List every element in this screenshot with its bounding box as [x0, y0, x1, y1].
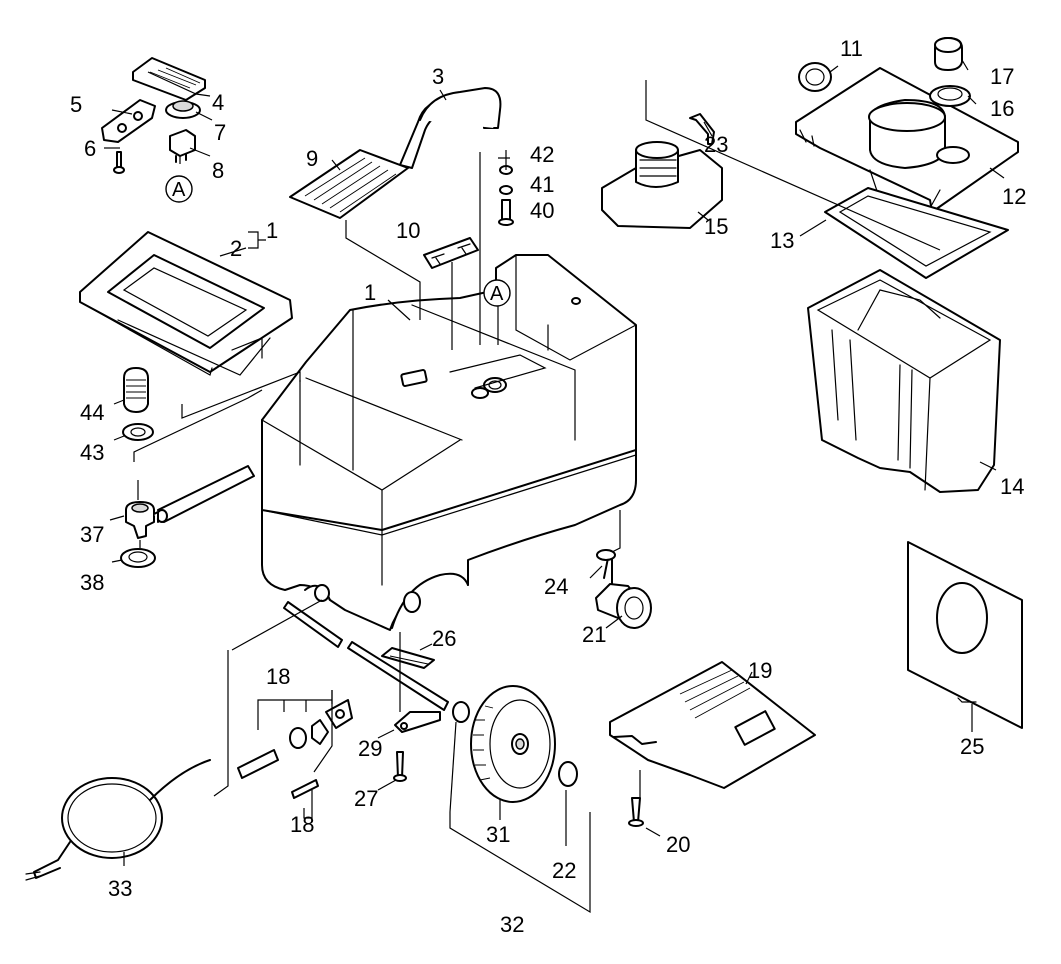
top-tray: [79, 231, 293, 376]
tank: [807, 269, 1001, 493]
callout-9: 9: [306, 146, 318, 171]
callout-5: 5: [70, 92, 82, 117]
screw-27: [393, 751, 407, 782]
hatched-pad-26: [381, 647, 435, 669]
callout-19: 19: [748, 658, 772, 683]
ring-11: [798, 62, 832, 92]
callout-21: 21: [582, 622, 606, 647]
marker-a-left-label: A: [172, 179, 186, 201]
callout-44: 44: [80, 400, 104, 425]
tank-lid: [795, 67, 1019, 213]
callout-13: 13: [770, 228, 794, 253]
cap-17: [934, 37, 963, 71]
washer-32: [452, 701, 470, 723]
callout-32: 32: [500, 912, 524, 937]
callout-8: 8: [212, 158, 224, 183]
callout-3: 3: [432, 64, 444, 89]
pipe-23: [689, 113, 715, 145]
bolt-stack: [498, 165, 514, 226]
callout-22: 22: [552, 858, 576, 883]
callout-20: 20: [666, 832, 690, 857]
reference-marker-a-left: A: [165, 175, 193, 203]
callout-24: 24: [544, 574, 568, 599]
main-housing: [261, 254, 637, 631]
callout-10: 10: [396, 218, 420, 243]
hub-cap-22: [558, 761, 578, 787]
cover-plate: [907, 541, 1023, 729]
callout-1-body: 1: [364, 280, 376, 305]
callout-25: 25: [960, 734, 984, 759]
wheel: [470, 685, 556, 803]
pump-module: [601, 141, 723, 229]
caster-wheel: [595, 557, 652, 629]
callout-43: 43: [80, 440, 104, 465]
callout-37: 37: [80, 522, 104, 547]
fitting-37: [125, 501, 159, 539]
callout-41: 41: [530, 172, 554, 197]
holder-bracket: [101, 99, 156, 143]
grommet-7: [165, 100, 201, 119]
callout-17: 17: [990, 64, 1014, 89]
leader-lines: [104, 59, 1005, 914]
callout-labels: 1 1 2 3 4 5 6 7 8 9 10 11 12 13 14 15 16…: [70, 36, 1026, 937]
callout-29: 29: [358, 736, 382, 761]
callout-12: 12: [1002, 184, 1026, 209]
axle-rods: [156, 465, 449, 711]
callout-27: 27: [354, 786, 378, 811]
callout-15: 15: [704, 214, 728, 239]
callout-1-top: 1: [266, 218, 278, 243]
handle: [399, 87, 502, 169]
callout-40: 40: [530, 198, 554, 223]
callout-42: 42: [530, 142, 554, 167]
screw-20: [628, 797, 644, 827]
callout-26: 26: [432, 626, 456, 651]
callout-23: 23: [704, 132, 728, 157]
callout-38: 38: [80, 570, 104, 595]
callout-4: 4: [212, 90, 224, 115]
callout-33: 33: [108, 876, 132, 901]
callout-18-top: 18: [266, 664, 290, 689]
filter-44: [123, 367, 149, 413]
cable-gland: [237, 699, 353, 799]
marker-a-body-label: A: [490, 283, 504, 305]
nut-16: [929, 85, 971, 107]
badge-plate: [423, 237, 479, 269]
gasket-13: [824, 187, 1009, 279]
bottom-plate: [609, 661, 816, 789]
callout-2: 2: [230, 236, 242, 261]
seal-43: [122, 423, 154, 441]
power-cable: [25, 759, 211, 881]
reference-marker-a-body: A: [483, 279, 511, 307]
washer-24: [596, 549, 616, 561]
callout-31: 31: [486, 822, 510, 847]
screw-6: [113, 151, 125, 174]
callout-6: 6: [84, 136, 96, 161]
callout-7: 7: [214, 120, 226, 145]
callout-14: 14: [1000, 474, 1024, 499]
clip-29: [394, 711, 441, 733]
switch-8: [169, 129, 196, 163]
callout-16: 16: [990, 96, 1014, 121]
nut-38: [120, 548, 156, 568]
callout-11: 11: [840, 36, 863, 61]
callout-18-bottom: 18: [290, 812, 314, 837]
